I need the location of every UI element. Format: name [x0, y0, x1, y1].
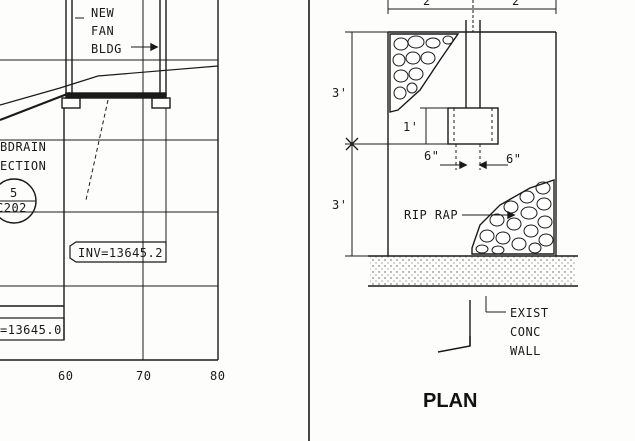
station-tick-label: 60 — [58, 369, 73, 383]
plan-view-title: PLAN — [423, 390, 477, 412]
rip-rap-label: RIP RAP — [404, 208, 458, 222]
invert-label-box — [0, 317, 65, 341]
new-fan-bldg-note-line2: FAN — [91, 24, 114, 38]
ground-profile-line — [0, 65, 219, 106]
invert-elevation-label-right: INV=13645.2 — [78, 246, 163, 260]
footing-right — [151, 97, 171, 109]
new-fan-bldg-note-line1: NEW — [91, 6, 114, 20]
rip-rap-stones-bottom-right — [475, 181, 554, 255]
leader-line — [85, 99, 109, 201]
plan-view — [345, 0, 578, 353]
arrowhead — [150, 42, 159, 52]
rip-rap-stones-top-left — [392, 35, 454, 100]
exist-wall-note-line3: WALL — [510, 344, 541, 358]
arrowhead — [478, 160, 487, 170]
plan-annotations: 2' 2' 3' 3' 1' 6" 6" RIP RAP EXIST CONC … — [332, 0, 549, 412]
subdrain-section-label-line2: ECTION — [0, 159, 46, 173]
exist-wall-note-line2: CONC — [510, 325, 541, 339]
drain-pipe-line — [0, 91, 71, 122]
dimension-label-1ft: 1' — [403, 120, 418, 134]
rip-rap-patch-top-left — [389, 33, 460, 113]
callout-section-number: 5 — [10, 186, 18, 200]
station-tick-label: 70 — [136, 369, 151, 383]
dimension-label-6in-left: 6" — [424, 149, 439, 163]
dimension-label-top-right: 2' — [512, 0, 527, 8]
existing-wall-hatch — [370, 256, 576, 286]
concrete-splash-block — [447, 107, 499, 145]
footing-left — [61, 97, 81, 109]
arrowhead — [459, 160, 468, 170]
dimension-label-3ft-lower: 3' — [332, 198, 347, 212]
new-fan-bldg-note-line3: BLDG — [91, 42, 122, 56]
invert-label-box — [69, 241, 167, 263]
dimension-label-top-left: 2' — [423, 0, 438, 8]
dimension-label-3ft-upper: 3' — [332, 86, 347, 100]
arrowhead — [507, 210, 516, 220]
exist-wall-note-line1: EXIST — [510, 306, 549, 320]
callout-sheet-ref: C202 — [0, 201, 27, 215]
profile-section-view — [0, 0, 219, 361]
section-annotations: NEW FAN BLDG BDRAIN ECTION 5 C202 INV=13… — [0, 6, 225, 383]
station-tick-label: 80 — [210, 369, 225, 383]
building-slab — [65, 92, 167, 99]
subdrain-section-label-line1: BDRAIN — [0, 140, 46, 154]
section-cut-arrow — [437, 336, 471, 353]
dimension-label-6in-right: 6" — [506, 152, 521, 166]
invert-elevation-label-left: =13645.0 — [0, 323, 62, 337]
dimension-tick — [345, 137, 359, 151]
